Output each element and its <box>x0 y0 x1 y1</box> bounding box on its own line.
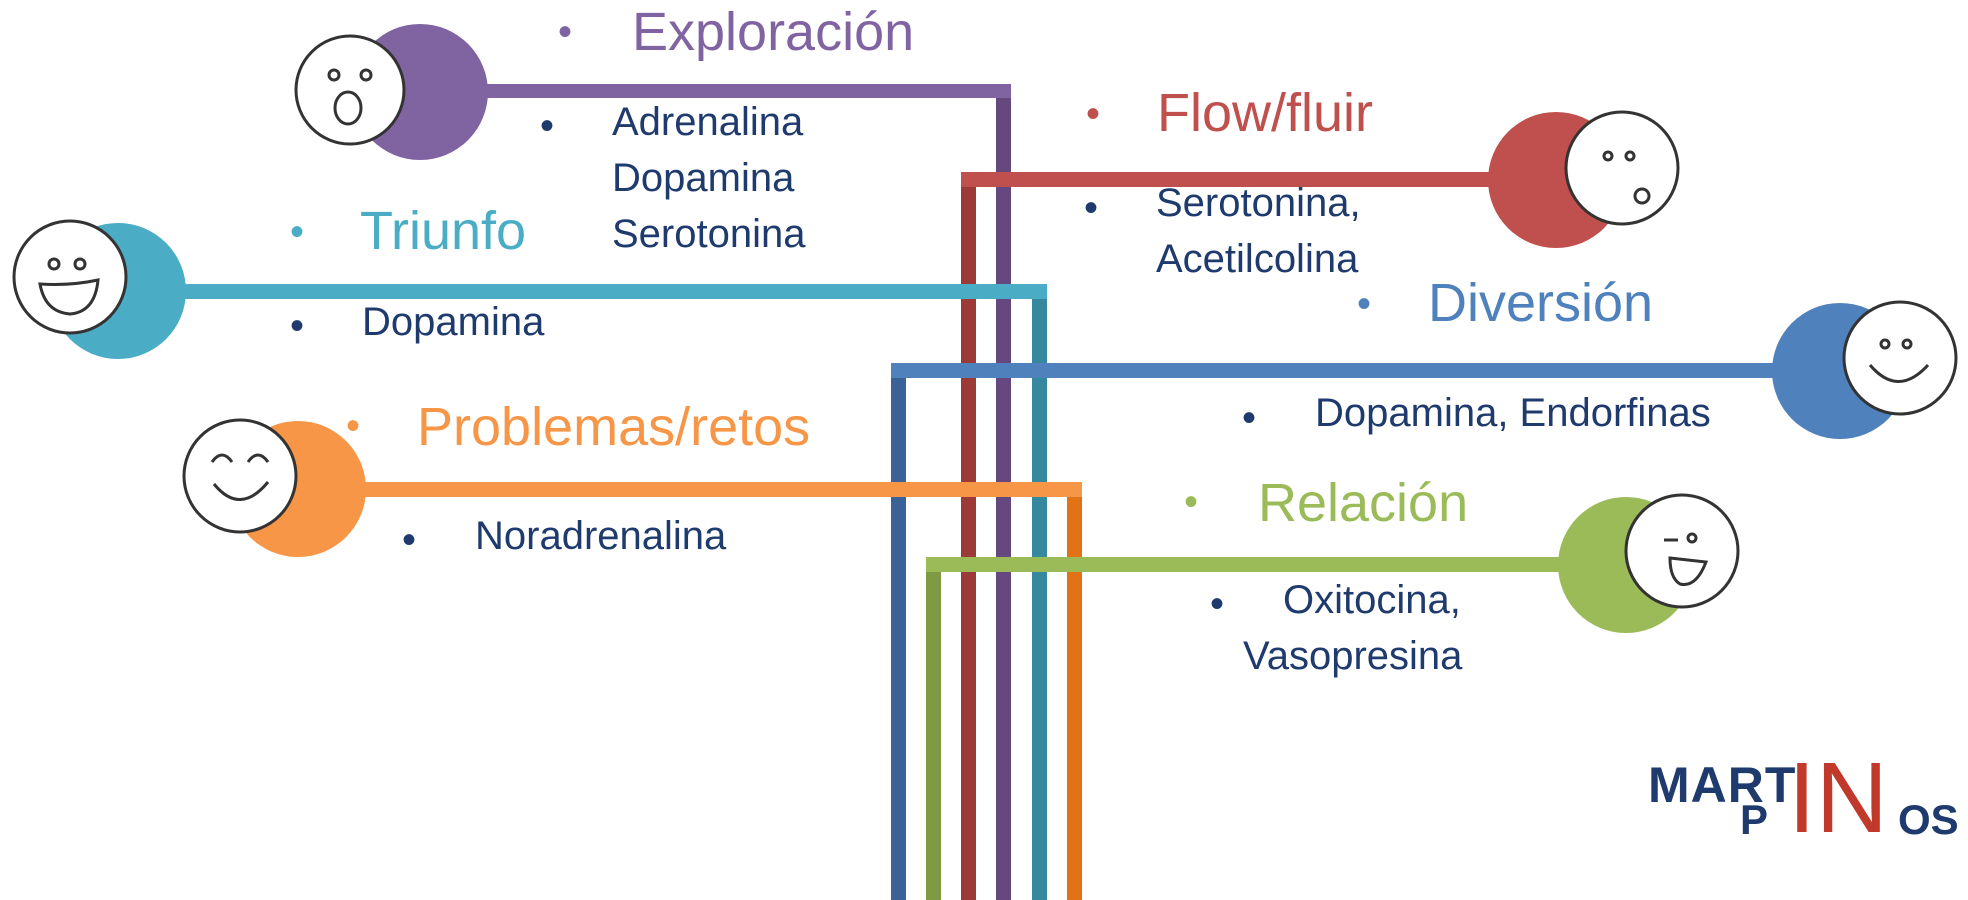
relacion-item: Oxitocina, <box>1283 578 1461 622</box>
logo-text-os: OS <box>1898 796 1959 843</box>
surprised-face-icon <box>294 34 406 146</box>
problemas-items-bullet: • <box>402 518 417 562</box>
diversion-item: Dopamina, Endorfinas <box>1315 391 1711 435</box>
diversion-bullet: • <box>1357 282 1372 326</box>
laughing-face-icon <box>12 219 128 335</box>
exploracion-item: Adrenalina <box>612 100 804 144</box>
flow-title: Flow/fluir <box>1157 83 1374 143</box>
problemas-item: Noradrenalina <box>475 514 727 558</box>
flow-item: Serotonina, <box>1156 181 1361 225</box>
triunfo-title: Triunfo <box>360 201 527 261</box>
exploracion-title: Exploración <box>632 2 915 62</box>
line-diversion-vertical <box>891 366 906 900</box>
martinos-logo: MART P IN OS <box>1640 748 1968 858</box>
happy-eyes-closed-face-icon <box>182 418 298 534</box>
logo-text-mart: MART <box>1648 757 1797 813</box>
line-diversion-horizontal <box>891 363 1791 378</box>
triunfo-items-bullet: • <box>290 304 305 348</box>
relacion-title: Relación <box>1258 473 1469 533</box>
flow-item: Acetilcolina <box>1156 237 1359 281</box>
exploracion-items-bullet: • <box>540 104 555 148</box>
line-relacion-vertical <box>926 558 941 900</box>
smiling-face-icon <box>1842 300 1958 416</box>
flow-bullet: • <box>1086 92 1101 136</box>
exploracion-bullet: • <box>558 10 573 54</box>
relacion-item: Vasopresina <box>1243 634 1463 678</box>
line-triunfo-vertical <box>1032 284 1047 900</box>
diversion-items-bullet: • <box>1242 396 1257 440</box>
flow-items-bullet: • <box>1084 186 1099 230</box>
line-flow-horizontal <box>961 172 1501 187</box>
diversion-title: Diversión <box>1428 273 1654 333</box>
surprised-face-icon <box>1564 110 1680 226</box>
line-exploracion-horizontal <box>470 84 1011 98</box>
triunfo-item: Dopamina <box>362 300 545 344</box>
winking-face-icon <box>1624 493 1740 609</box>
logo-text-in: IN <box>1788 742 1888 854</box>
logo-text-p: P <box>1740 796 1769 843</box>
problemas-bullet: • <box>346 404 361 448</box>
relacion-bullet: • <box>1184 480 1199 524</box>
triunfo-bullet: • <box>290 210 305 254</box>
exploracion-item: Serotonina <box>612 212 806 256</box>
line-triunfo-horizontal <box>170 284 1047 299</box>
relacion-items-bullet: • <box>1210 582 1225 626</box>
line-problemas-vertical <box>1067 482 1082 900</box>
line-relacion-horizontal <box>926 557 1586 572</box>
line-flow-vertical <box>961 174 976 900</box>
line-problemas-horizontal <box>350 482 1082 497</box>
exploracion-item: Dopamina <box>612 156 795 200</box>
problemas-title: Problemas/retos <box>417 397 811 457</box>
